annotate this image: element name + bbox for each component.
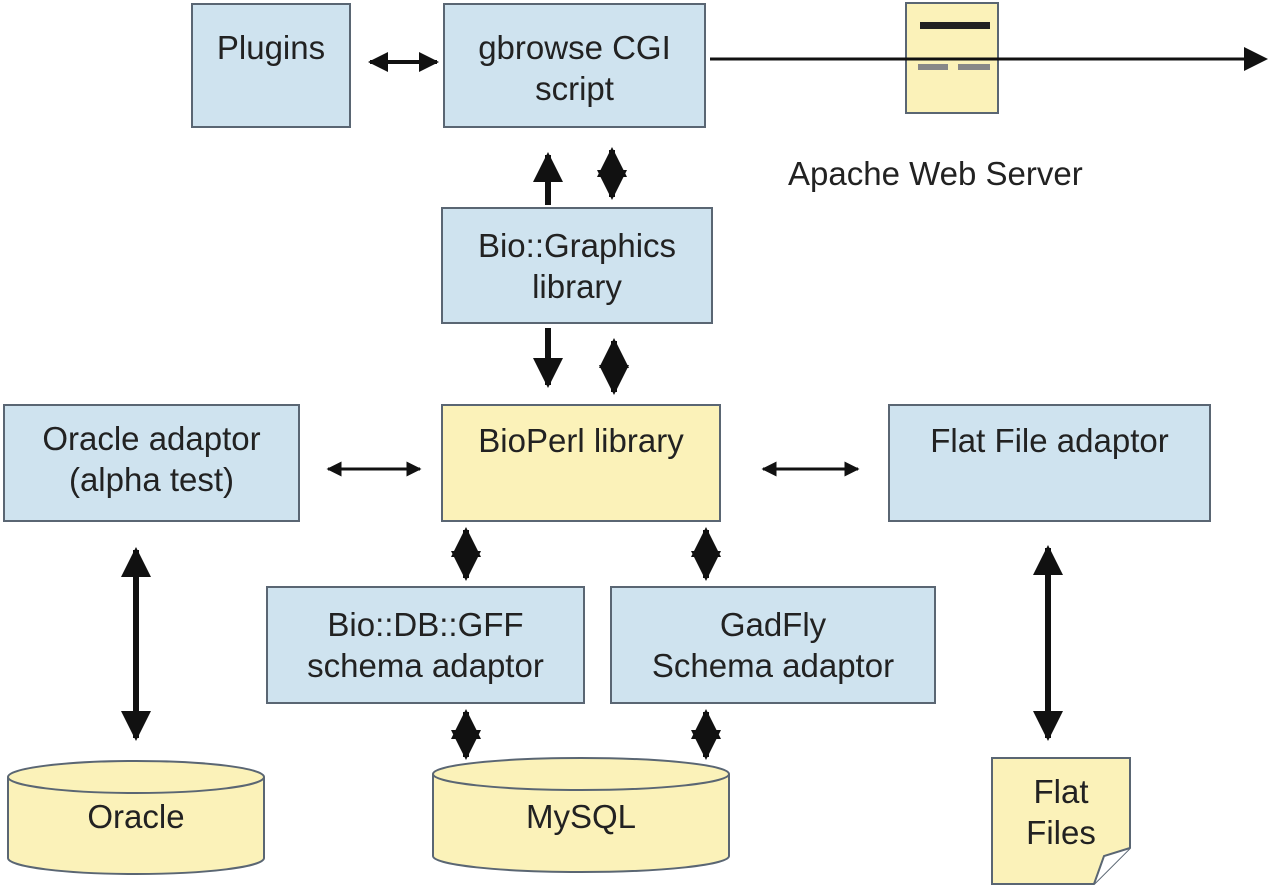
oracle-adaptor-label-line1: Oracle adaptor [42,420,261,457]
flatfile-adaptor-label: Flat File adaptor [930,422,1169,459]
graphics-label-line1: Bio::Graphics [477,226,677,264]
gadfly-label-line1: GadFly [719,606,827,643]
flat-files-label: Flat Files [994,770,1128,854]
flat-file-adaptor-box: Flat File adaptor [888,404,1211,522]
gbrowse-cgi-box: gbrowse CGI script [443,3,706,128]
gff-label-line1: Bio::DB::GFF [327,606,524,643]
bio-graphics-box: Bio::Graphics library [441,207,713,324]
plugins-label: Plugins [216,29,326,66]
oracle-adaptor-label-line2: (alpha test) [68,461,235,498]
bioperl-library-box: BioPerl library [441,404,721,522]
bioperl-label: BioPerl library [478,422,684,459]
flat-files-label-line2: Files [1026,814,1096,851]
mysql-database-cylinder [432,757,730,873]
flat-files-document [991,757,1131,885]
plugins-box: Plugins [191,3,351,128]
gadfly-adaptor-box: GadFly Schema adaptor [610,586,936,704]
oracle-database-cylinder [7,760,265,875]
oracle-db-label: Oracle [87,798,185,835]
mysql-db-label: MySQL [525,798,637,835]
flat-files-label-line1: Flat [1033,773,1089,810]
gff-label-line2: schema adaptor [307,647,544,684]
gbrowse-label-line2: script [535,70,614,107]
apache-web-server-caption: Apache Web Server [788,155,1083,192]
gadfly-label-line2: Schema adaptor [651,647,895,684]
oracle-adaptor-box: Oracle adaptor (alpha test) [3,404,300,522]
graphics-label-line2: library [532,267,622,305]
bio-db-gff-adaptor-box: Bio::DB::GFF schema adaptor [266,586,585,704]
gbrowse-label-line1: gbrowse CGI [478,29,671,66]
